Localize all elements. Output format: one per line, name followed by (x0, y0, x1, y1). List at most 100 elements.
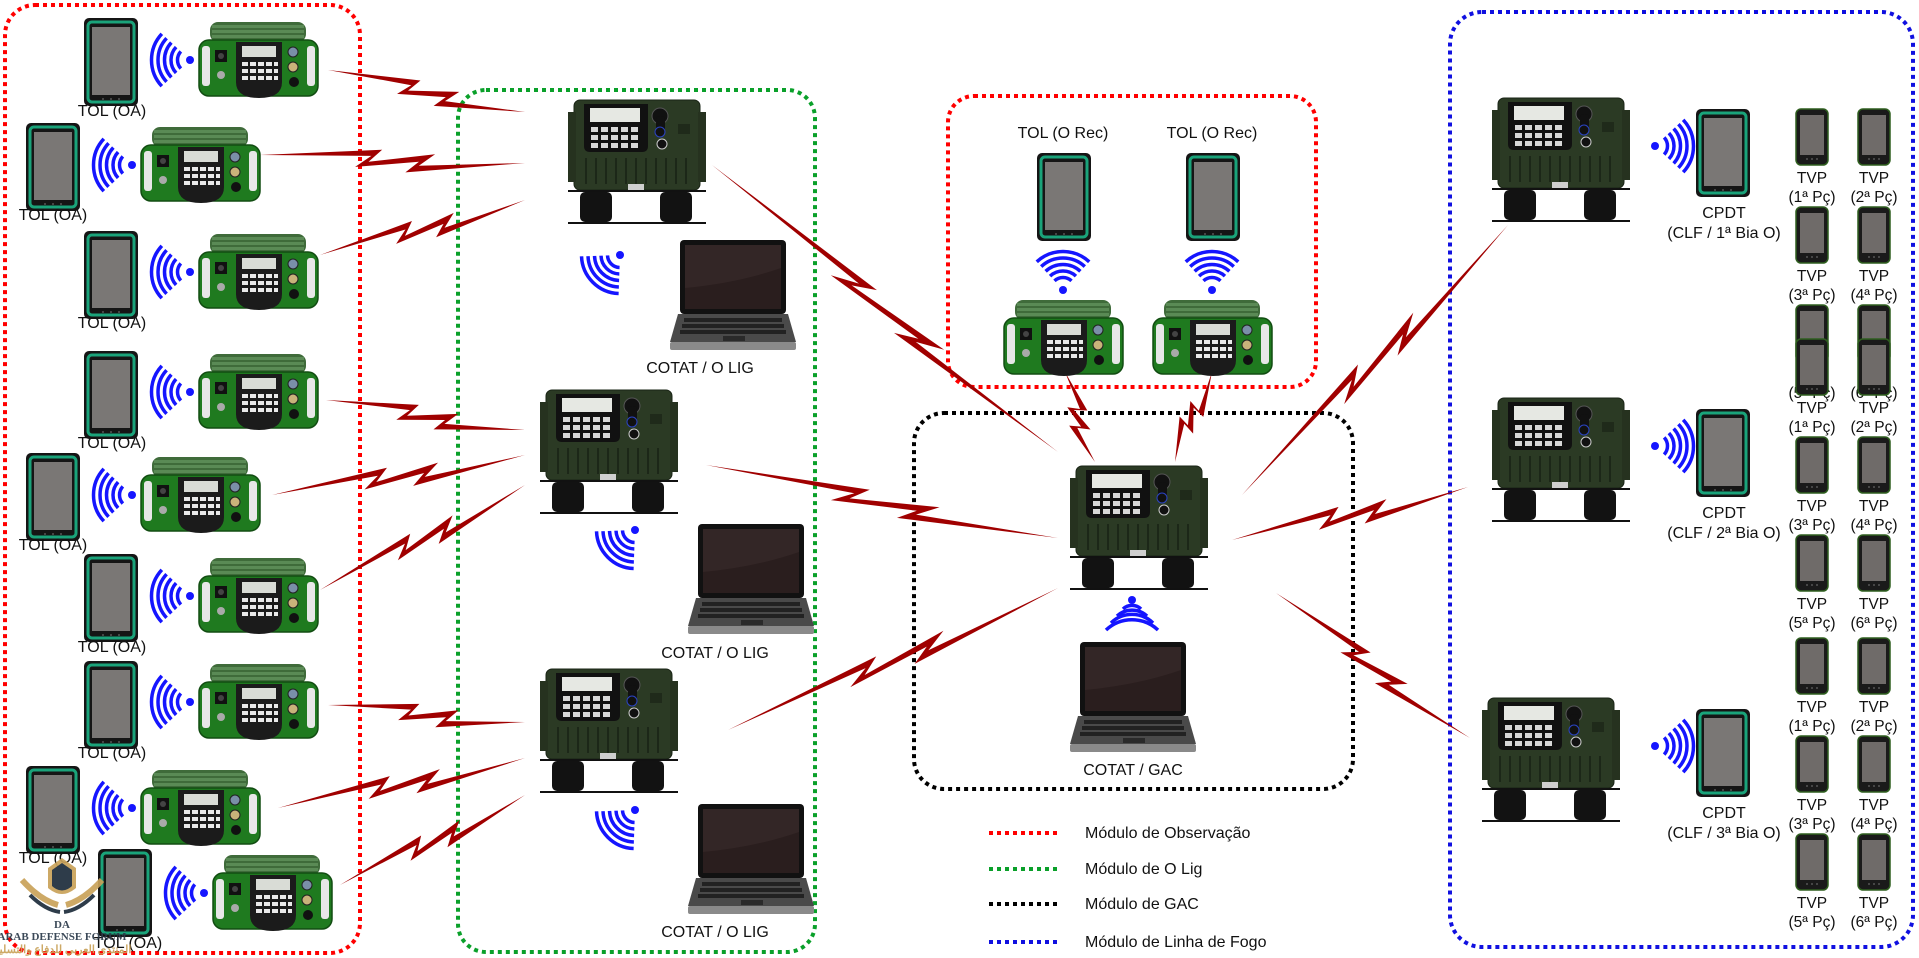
wifi-icon (149, 364, 194, 420)
tvp-label: TVP (1797, 699, 1827, 716)
radio-link (1276, 593, 1470, 738)
tol-o-rec-tablet (1185, 152, 1241, 242)
tol-oa-label: TOL (OA) (78, 435, 146, 452)
wifi-icon (579, 251, 624, 296)
wifi-icon (594, 526, 639, 571)
handheld-radio (212, 854, 333, 932)
legend-item: Módulo de Observação (989, 825, 1251, 842)
legend-item: Módulo de Linha de Fogo (989, 934, 1267, 951)
cpdt-tablet (1695, 408, 1751, 498)
tol-oa-label: TOL (OA) (78, 315, 146, 332)
wifi-icon (1651, 418, 1696, 474)
vehicle-radio (567, 99, 706, 225)
wifi-icon (149, 674, 194, 730)
tvp-phone (1857, 108, 1891, 166)
cpdt-sublabel: (CLF / 2ª Bia O) (1667, 525, 1781, 542)
tvp-unit: TVP(1ª Pç) (1788, 637, 1836, 735)
cpdt-tablet (1695, 108, 1751, 198)
observation-units: TOL (OA)TOL (OA)TOL (OA)TOL (OA)TOL (OA)… (19, 17, 333, 952)
wifi-icon (91, 467, 136, 523)
cpdt-sublabel: (CLF / 3ª Bia O) (1667, 825, 1781, 842)
tvp-unit: TVP(4ª Pç) (1850, 735, 1898, 833)
wifi-icon (1035, 249, 1091, 294)
radio-link (340, 795, 525, 885)
laptop (688, 804, 814, 914)
tol-o-rec-unit: TOL (O Rec) (1152, 125, 1273, 377)
laptop (670, 240, 796, 350)
tvp-phone (1857, 833, 1891, 891)
tvp-unit: TVP(1ª Pç) (1788, 338, 1836, 436)
wifi-icon (1651, 118, 1696, 174)
tol-oa-tablet (83, 553, 139, 643)
handheld-radio (140, 456, 261, 534)
wifi-icon (1651, 718, 1696, 774)
radio-link (272, 455, 525, 495)
radio-link (326, 400, 525, 430)
tol-oa-tablet (83, 17, 139, 107)
handheld-radio (1152, 299, 1273, 377)
vehicle-radio (1481, 697, 1620, 823)
tvp-phone (1857, 735, 1891, 793)
radio-link (320, 485, 525, 590)
tvp-phone (1795, 833, 1829, 891)
o-lig-station: COTAT / O LIG (539, 668, 814, 941)
module-o-lig-border (456, 88, 817, 954)
legend-label: Módulo de Linha de Fogo (1085, 934, 1267, 951)
tol-oa-unit: TOL (OA) (19, 452, 261, 554)
tvp-unit: TVP(5ª Pç) (1788, 833, 1836, 931)
radio-link (320, 200, 525, 255)
tvp-unit: TVP(2ª Pç) (1850, 108, 1898, 206)
cpdt-label: CPDT (1702, 505, 1746, 522)
tvp-label: TVP (1797, 895, 1827, 912)
tol-oa-label: TOL (OA) (19, 850, 87, 867)
tvp-phone (1795, 534, 1829, 592)
tvp-sublabel: (2ª Pç) (1850, 419, 1897, 436)
tol-oa-unit: TOL (OA) (19, 765, 261, 867)
wifi-icon (91, 780, 136, 836)
vehicle-radio (539, 668, 678, 794)
watermark-monogram: DA (54, 919, 70, 931)
tvp-sublabel: (2ª Pç) (1850, 718, 1897, 735)
tol-oa-tablet (83, 660, 139, 750)
tvp-sublabel: (1ª Pç) (1788, 419, 1835, 436)
tol-oa-unit: TOL (OA) (94, 848, 333, 952)
wifi-icon (149, 568, 194, 624)
tvp-label: TVP (1797, 797, 1827, 814)
tvp-label: TVP (1859, 895, 1889, 912)
o-rec-stations: TOL (O Rec) TOL (O Rec) (1003, 125, 1273, 377)
tol-oa-tablet (83, 230, 139, 320)
tol-o-rec-unit: TOL (O Rec) (1003, 125, 1124, 377)
gac-station: COTAT / GAC (1069, 465, 1208, 779)
tvp-phone (1795, 206, 1829, 264)
tvp-phone (1857, 338, 1891, 396)
legend-label: Módulo de O Lig (1085, 861, 1202, 878)
module-fire-line-border (1448, 10, 1915, 949)
tvp-unit: TVP(2ª Pç) (1850, 338, 1898, 436)
wifi-icon (149, 32, 194, 88)
battery-group: CPDT(CLF / 3ª Bia O)TVP(1ª Pç)TVP(2ª Pç)… (1481, 637, 1898, 931)
cpdt-sublabel: (CLF / 1ª Bia O) (1667, 225, 1781, 242)
cpdt-label: CPDT (1702, 205, 1746, 222)
tol-o-rec-label: TOL (O Rec) (1167, 125, 1258, 142)
wifi-icon (1184, 249, 1240, 294)
tvp-label: TVP (1797, 170, 1827, 187)
tvp-unit: TVP(2ª Pç) (1850, 637, 1898, 735)
laptop (688, 524, 814, 634)
tvp-label: TVP (1797, 596, 1827, 613)
tol-oa-unit: TOL (OA) (78, 553, 319, 656)
tol-o-rec-tablet (1036, 152, 1092, 242)
tvp-label: TVP (1859, 797, 1889, 814)
tvp-phone (1857, 534, 1891, 592)
tvp-sublabel: (6ª Pç) (1850, 615, 1897, 632)
tol-oa-tablet (25, 452, 81, 542)
tol-oa-tablet (97, 848, 153, 938)
tol-oa-unit: TOL (OA) (78, 660, 319, 762)
radio-links (260, 70, 1508, 885)
tvp-label: TVP (1859, 268, 1889, 285)
legend-item: Módulo de O Lig (989, 861, 1202, 878)
tvp-unit: TVP(3ª Pç) (1788, 436, 1836, 534)
tol-oa-unit: TOL (OA) (78, 350, 319, 452)
